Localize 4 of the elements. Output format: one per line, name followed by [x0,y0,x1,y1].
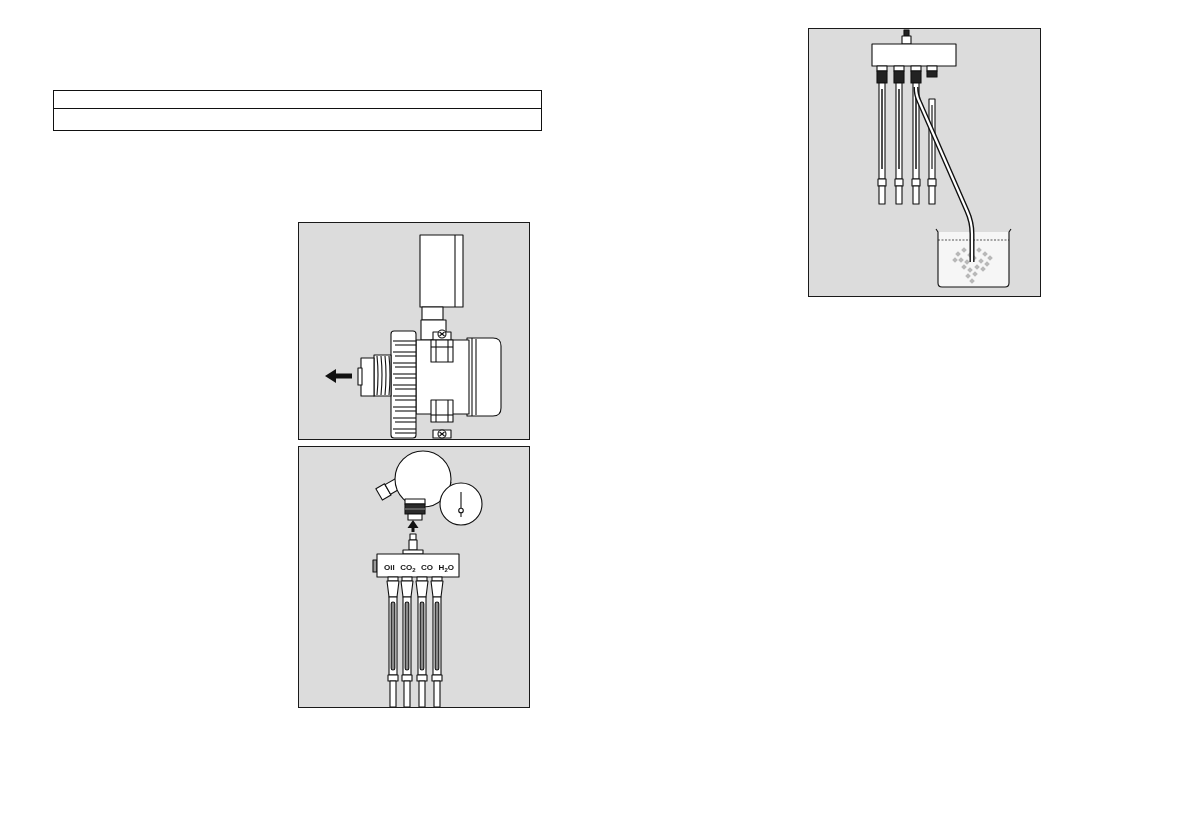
tube-label: CO$_{2}$ [400,563,416,573]
tube-label: Oil [384,563,395,573]
tube-label: CO [421,563,434,573]
tube-label: H$_{2}$O [438,563,454,573]
